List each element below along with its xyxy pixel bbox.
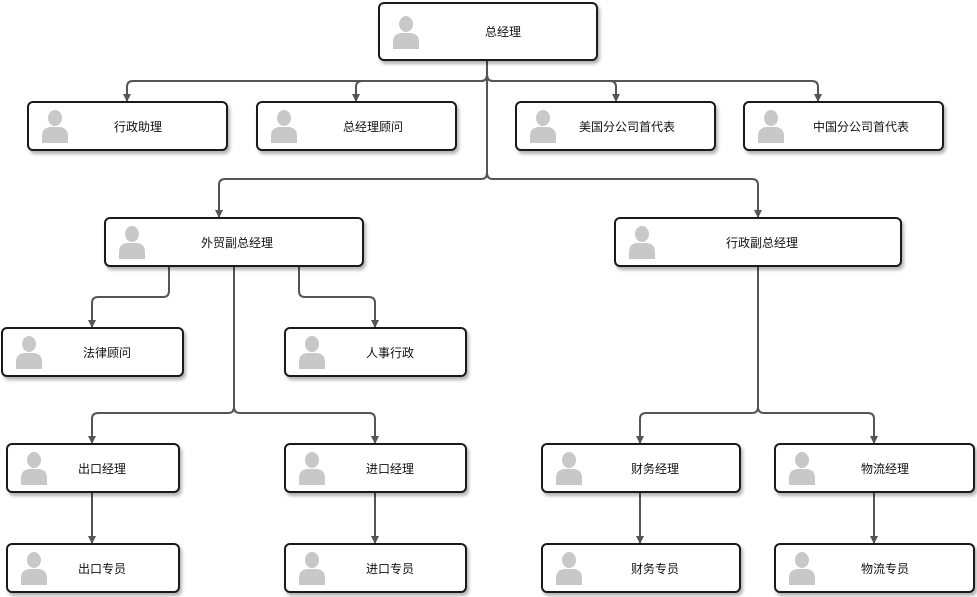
- person-avatar-icon: [21, 552, 47, 585]
- org-node-label: 财务经理: [631, 461, 680, 476]
- org-node-export-mgr[interactable]: 出口经理: [6, 443, 180, 493]
- org-node-legal[interactable]: 法律顾问: [1, 327, 184, 377]
- org-node-label: 人事行政: [366, 345, 415, 360]
- org-node-ceo[interactable]: 总经理: [378, 2, 598, 61]
- org-node-label: 总经理顾问: [343, 119, 404, 134]
- org-node-import-mgr[interactable]: 进口经理: [284, 443, 467, 493]
- person-avatar-icon: [556, 452, 582, 485]
- person-avatar-icon: [299, 452, 325, 485]
- org-node-label: 出口经理: [78, 461, 127, 476]
- person-avatar-icon: [758, 110, 784, 143]
- connector-trade-vp-to-import-mgr: [233, 267, 379, 444]
- org-node-admin-assistant[interactable]: 行政助理: [27, 101, 228, 151]
- org-node-label: 行政助理: [114, 119, 163, 134]
- connector-admin-vp-to-finance-mgr: [636, 267, 759, 444]
- org-node-export-staff[interactable]: 出口专员: [6, 543, 180, 593]
- connector-ceo-to-gm-advisor: [352, 61, 488, 102]
- person-avatar-icon: [16, 336, 42, 369]
- org-node-label: 外贸副总经理: [201, 235, 274, 250]
- org-node-label: 进口专员: [366, 561, 415, 576]
- org-node-logistics-mgr[interactable]: 物流经理: [774, 443, 975, 493]
- person-avatar-icon: [393, 15, 419, 49]
- org-node-label: 物流经理: [861, 461, 910, 476]
- org-node-finance-staff[interactable]: 财务专员: [541, 543, 741, 593]
- org-node-label: 财务专员: [631, 561, 680, 576]
- org-node-gm-advisor[interactable]: 总经理顾问: [256, 101, 457, 151]
- connector-trade-vp-to-hr: [298, 267, 379, 328]
- person-avatar-icon: [629, 226, 655, 259]
- person-avatar-icon: [789, 452, 815, 485]
- org-node-us-rep[interactable]: 美国分公司首代表: [515, 101, 716, 151]
- person-avatar-icon: [299, 552, 325, 585]
- org-node-label: 进口经理: [366, 461, 415, 476]
- org-node-label: 出口专员: [78, 561, 127, 576]
- person-avatar-icon: [42, 110, 68, 143]
- org-node-admin-vp[interactable]: 行政副总经理: [614, 217, 902, 267]
- person-avatar-icon: [21, 452, 47, 485]
- org-node-import-staff[interactable]: 进口专员: [284, 543, 467, 593]
- org-node-cn-rep[interactable]: 中国分公司首代表: [743, 101, 944, 151]
- person-avatar-icon: [789, 552, 815, 585]
- org-node-label: 总经理: [485, 25, 522, 39]
- org-node-label: 行政副总经理: [726, 235, 799, 250]
- person-avatar-icon: [299, 336, 325, 369]
- org-node-logistics-staff[interactable]: 物流专员: [774, 543, 975, 593]
- person-avatar-icon: [530, 110, 556, 143]
- org-node-label: 法律顾问: [83, 345, 132, 360]
- connector-admin-vp-to-logistics-mgr: [757, 267, 878, 444]
- connector-ceo-to-cn-rep: [486, 61, 822, 102]
- connector-ceo-to-admin-vp: [486, 61, 762, 218]
- org-node-hr[interactable]: 人事行政: [284, 327, 467, 377]
- person-avatar-icon: [271, 110, 297, 143]
- org-node-trade-vp[interactable]: 外贸副总经理: [104, 217, 364, 267]
- org-node-label: 物流专员: [861, 561, 910, 576]
- org-node-label: 美国分公司首代表: [579, 119, 676, 134]
- org-node-finance-mgr[interactable]: 财务经理: [541, 443, 741, 493]
- person-avatar-icon: [556, 552, 582, 585]
- person-avatar-icon: [119, 226, 145, 259]
- connector-trade-vp-to-legal: [88, 267, 170, 328]
- org-node-label: 中国分公司首代表: [813, 119, 910, 134]
